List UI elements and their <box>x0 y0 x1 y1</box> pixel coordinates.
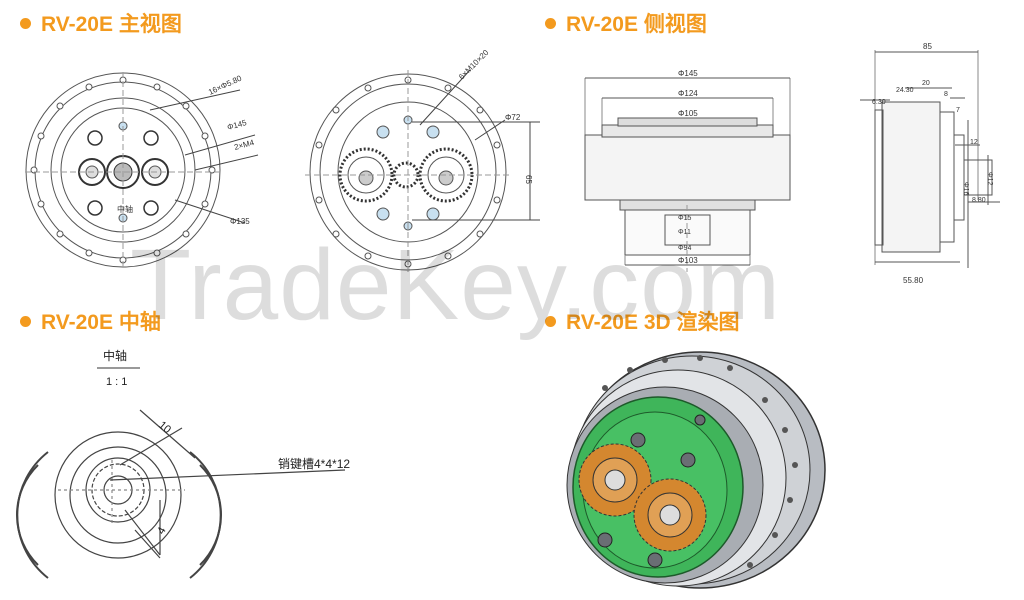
heading-center-shaft: RV-20E 中轴 <box>20 306 161 336</box>
label-d15: Φ15 <box>678 215 691 222</box>
front-disc-right <box>305 69 540 272</box>
label-d72: Φ72 <box>505 113 521 122</box>
heading-front-view: RV-20E 主视图 <box>20 8 182 38</box>
render-holes <box>597 414 706 568</box>
label-shaft: 中轴 <box>117 204 133 214</box>
bullet-icon <box>545 17 556 29</box>
heading-center-shaft-text: RV-20E 中轴 <box>41 311 161 334</box>
label-d94: Φ94 <box>678 245 691 252</box>
label-w20: 20 <box>922 80 930 87</box>
shaft-cross-section <box>15 409 346 579</box>
heading-render-3d: RV-20E 3D 渲染图 <box>545 306 740 336</box>
front-view-drawing: 16×Φ5.80 Φ145 2×M4 中轴 Φ135 <box>25 48 540 272</box>
label-d124: Φ124 <box>678 89 698 98</box>
label-w12: 12 <box>970 139 978 146</box>
heading-front-view-text: RV-20E 主视图 <box>41 13 182 36</box>
label-d135: Φ135 <box>230 217 250 226</box>
label-w7: 7 <box>956 107 960 114</box>
heading-render-3d-text: RV-20E 3D 渲染图 <box>566 311 740 334</box>
label-d11: Φ11 <box>678 229 691 236</box>
label-w85: 85 <box>923 42 932 51</box>
render-gear-right <box>633 478 707 552</box>
label-h65: 65 <box>524 175 533 184</box>
label-d105: Φ105 <box>678 109 698 118</box>
side-profile <box>860 50 1000 268</box>
label-w880: 8.80 <box>972 197 986 204</box>
label-d16: Φ16 <box>962 182 969 195</box>
shaft-scale: 1 : 1 <box>106 376 127 388</box>
center-shaft-drawing: 中轴 1 : 1 10 4 销键槽4*4*12 <box>15 348 350 579</box>
render-gear-left <box>578 443 652 517</box>
label-d145-front: Φ145 <box>226 118 248 132</box>
label-w5580: 55.80 <box>903 276 924 285</box>
bullet-icon <box>20 17 31 29</box>
label-w6: 6.30 <box>872 99 886 106</box>
label-d103: Φ103 <box>678 256 698 265</box>
bullet-icon <box>20 315 31 327</box>
label-w8: 8 <box>944 91 948 98</box>
label-m10: 6×M10×20 <box>457 48 491 82</box>
render-rim-holes <box>602 355 798 568</box>
render-3d <box>566 351 826 589</box>
label-d145-side: Φ145 <box>678 69 698 78</box>
shaft-dim-10: 10 <box>156 419 173 436</box>
front-disc-left <box>25 72 259 268</box>
side-housing-section <box>584 77 791 272</box>
shaft-dim-4: 4 <box>155 525 168 536</box>
heading-side-view-text: RV-20E 侧视图 <box>566 13 707 36</box>
label-w24: 24.30 <box>896 87 914 94</box>
heading-side-view: RV-20E 侧视图 <box>545 8 707 38</box>
watermark: TradeKey.com <box>130 229 782 341</box>
bullet-icon <box>545 315 556 327</box>
label-d12: Φ12 <box>986 172 993 185</box>
shaft-title: 中轴 <box>103 348 127 363</box>
shaft-keyway: 销键槽4*4*12 <box>278 457 350 471</box>
side-view-drawing: Φ145 Φ124 Φ105 Φ15 Φ11 Φ94 Φ103 85 20 24… <box>584 42 1000 285</box>
